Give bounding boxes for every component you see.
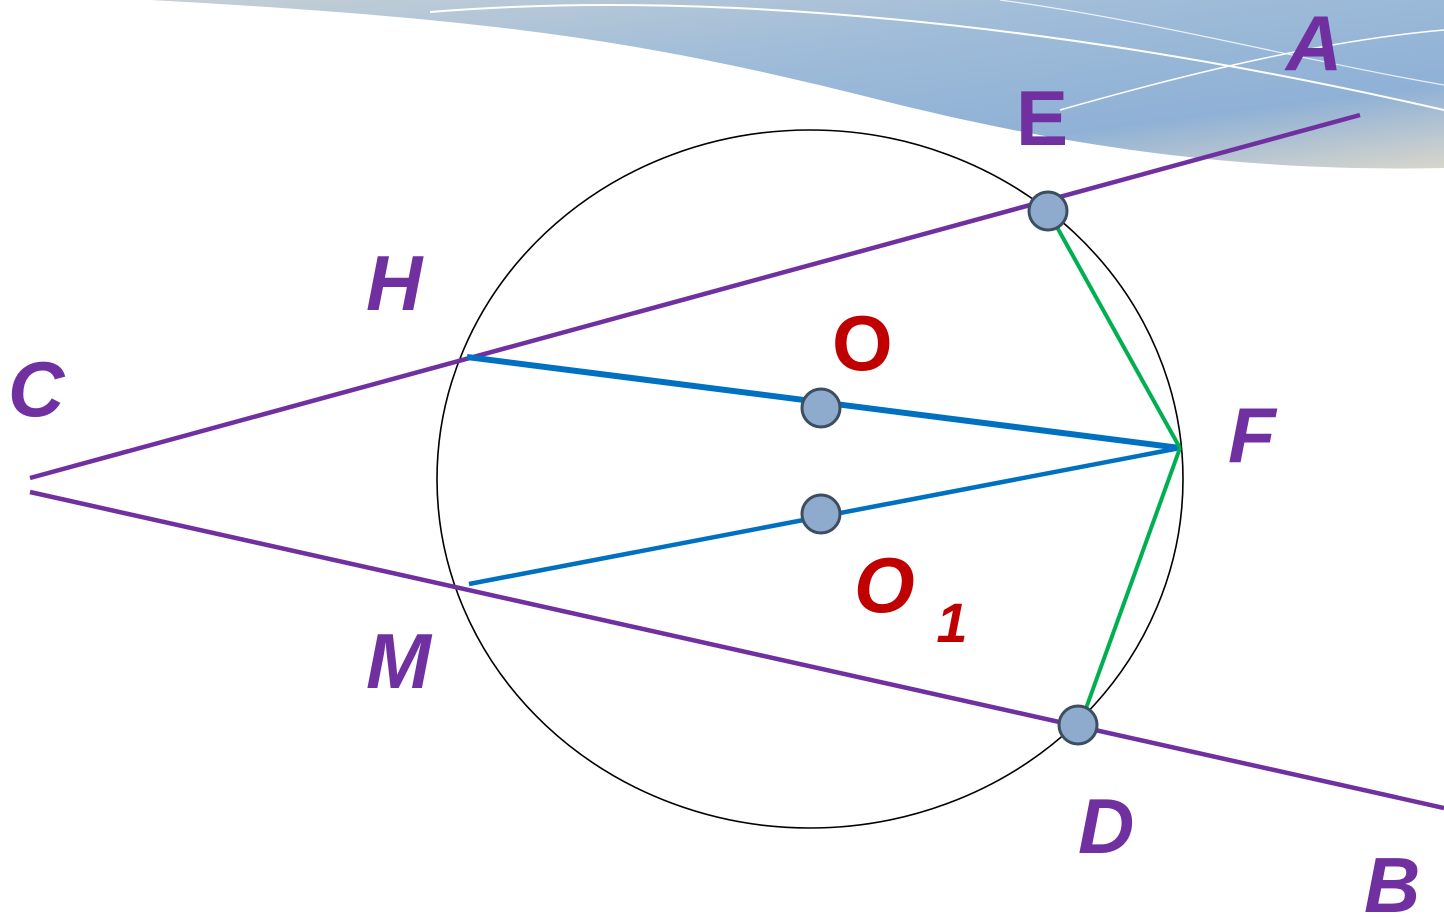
label-o: O bbox=[832, 299, 893, 387]
banner-highlight-line bbox=[1059, 29, 1444, 111]
label-o1: O 1 bbox=[854, 541, 968, 654]
ray-cb bbox=[29, 489, 1444, 811]
circle bbox=[436, 129, 1184, 829]
banner-highlight-line bbox=[999, 0, 1444, 86]
label-m: M bbox=[366, 617, 433, 705]
label-o1-subscript: 1 bbox=[936, 591, 967, 654]
label-o1-letter: O bbox=[854, 541, 915, 629]
point-o bbox=[800, 387, 842, 429]
label-e: E bbox=[1016, 74, 1068, 162]
banner-wave bbox=[150, 0, 1444, 169]
label-b: B bbox=[1364, 841, 1420, 919]
label-a: A bbox=[1284, 0, 1342, 87]
point-e bbox=[1027, 190, 1069, 232]
segment-fd bbox=[1078, 447, 1182, 726]
label-d: D bbox=[1078, 782, 1134, 870]
label-f: F bbox=[1228, 391, 1278, 479]
banner-highlight-line bbox=[429, 4, 1444, 111]
point-d bbox=[1057, 704, 1099, 746]
ray-ca bbox=[29, 112, 1361, 481]
label-c: C bbox=[8, 345, 66, 433]
label-h: H bbox=[366, 239, 424, 327]
decorative-banner bbox=[150, 0, 1444, 169]
segment-ef bbox=[1046, 210, 1182, 449]
point-o1 bbox=[800, 493, 842, 535]
